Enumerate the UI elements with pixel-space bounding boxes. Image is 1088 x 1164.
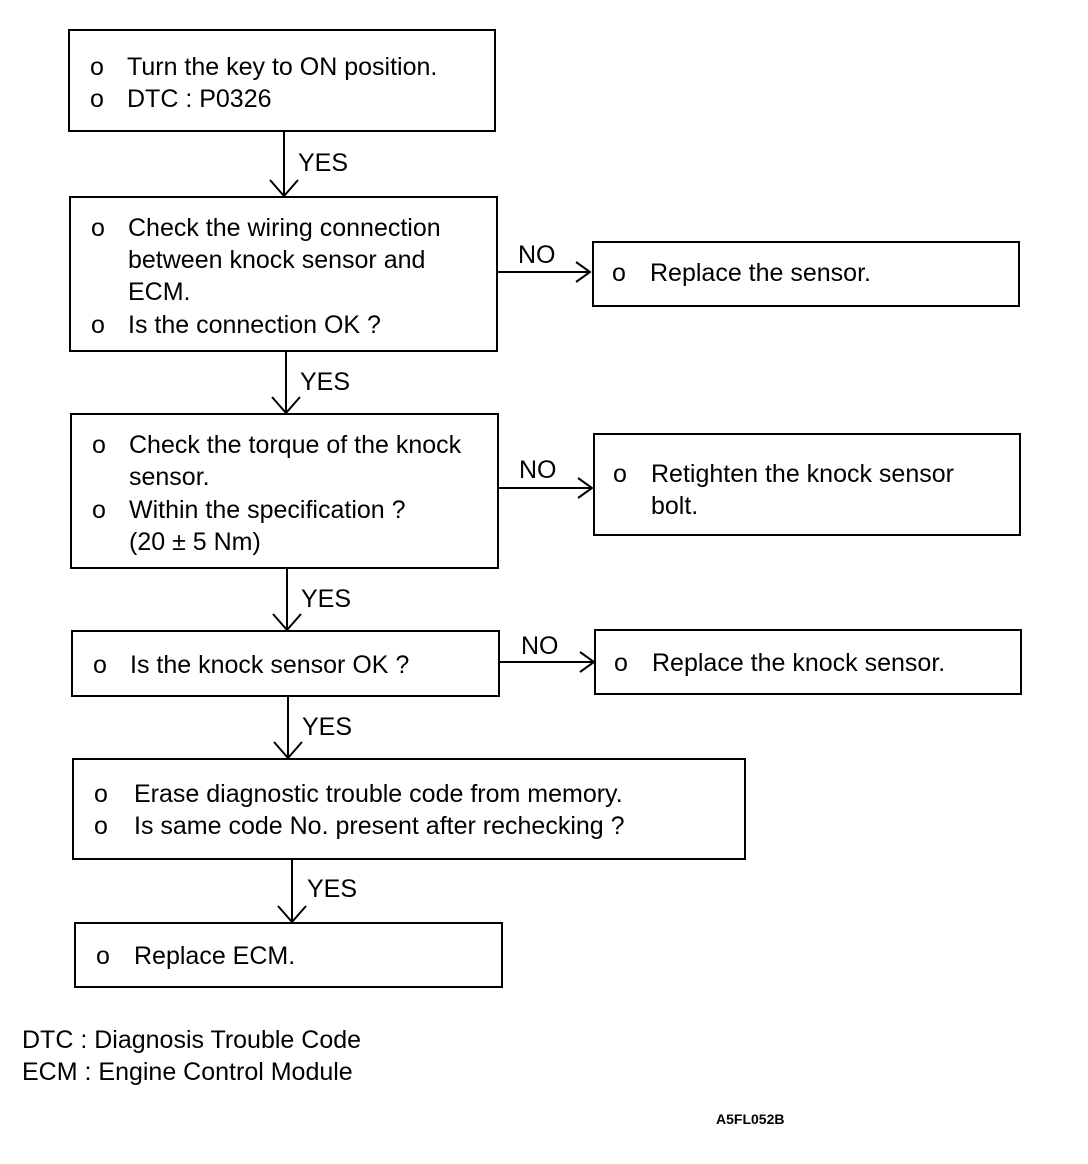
step-text: Erase diagnostic trouble code from memor… [134,780,623,808]
flow-step-3: o Check the torque of the knock sensor. … [70,413,499,569]
flow-branch-2: o Retighten the knock sensor bolt. [593,433,1021,536]
bullet: o [91,311,105,339]
branch-text: Retighten the knock sensor [651,460,954,488]
step-text: Check the torque of the knock [129,431,462,459]
step-text: Check the wiring connection [128,214,441,242]
bullet: o [94,780,108,808]
yes-label: YES [300,368,351,396]
yes-label: YES [298,149,349,177]
bullet: o [96,942,110,970]
arrowhead-branch2 [577,477,594,499]
step-text: Within the specification ? [129,496,406,524]
step-text: between knock sensor and [128,246,426,274]
no-label: NO [521,632,559,660]
bullet: o [614,649,628,677]
step-text: Is the connection OK ? [128,311,381,339]
no-label: NO [519,456,557,484]
arrowhead-branch1 [575,261,592,283]
step-text: Is same code No. present after recheckin… [134,812,625,840]
flow-step-5: o Erase diagnostic trouble code from mem… [72,758,746,860]
legend-dtc: DTC : Diagnosis Trouble Code [22,1026,362,1054]
bullet: o [90,53,104,81]
branch-text: bolt. [651,492,699,520]
step-text: ECM. [128,278,191,306]
flow-step-1: o Turn the key to ON position. o DTC : P… [68,29,496,132]
figure-code: A5FL052B [716,1111,785,1127]
flow-branch-3: o Replace the knock sensor. [594,629,1022,695]
bullet: o [94,812,108,840]
step-text: DTC : P0326 [127,85,272,113]
step-text: Turn the key to ON position. [127,53,438,81]
legend-ecm: ECM : Engine Control Module [22,1058,353,1086]
step-text: Replace ECM. [134,942,296,970]
yes-label: YES [301,585,352,613]
bullet: o [90,85,104,113]
yes-label: YES [307,875,358,903]
bullet: o [92,431,106,459]
flow-step-2: o Check the wiring connection between kn… [69,196,498,352]
flow-step-6: o Replace ECM. [74,922,503,988]
branch-text: Replace the sensor. [650,259,871,287]
yes-label: YES [302,713,353,741]
bullet: o [93,651,107,679]
step-text: Is the knock sensor OK ? [130,651,410,679]
bullet: o [613,460,627,488]
no-label: NO [518,241,556,269]
flow-branch-1: o Replace the sensor. [592,241,1020,307]
bullet: o [92,496,106,524]
step-text: (20 ± 5 Nm) [129,528,261,556]
bullet: o [612,259,626,287]
bullet: o [91,214,105,242]
branch-text: Replace the knock sensor. [652,649,946,677]
flow-step-4: o Is the knock sensor OK ? [71,630,500,697]
step-text: sensor. [129,463,210,491]
